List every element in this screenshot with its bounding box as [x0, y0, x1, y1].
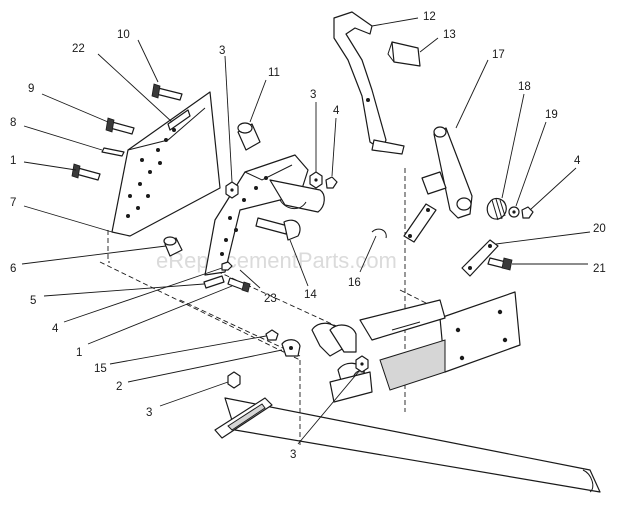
spacer-5	[203, 275, 225, 289]
bolt-21	[487, 257, 513, 271]
pedal-arm	[333, 11, 405, 155]
callout-11: 11	[268, 67, 280, 79]
callout-14: 14	[304, 289, 317, 301]
bolt-9	[105, 117, 135, 135]
callout-22: 22	[72, 43, 85, 55]
callout-1-lower: 1	[76, 347, 82, 359]
callout-labels: 12 13 10 22 3 11 3 4 17 9 18 19 4 8 1 7 …	[10, 11, 606, 461]
pedal-plate-right	[204, 154, 325, 276]
pin-14	[255, 217, 301, 241]
callout-6: 6	[10, 263, 16, 275]
callout-1-left: 1	[10, 155, 16, 167]
nut-3-c	[227, 371, 241, 389]
callout-12: 12	[423, 11, 436, 23]
callout-15: 15	[94, 363, 107, 375]
callout-4-lower: 4	[52, 323, 59, 335]
callout-3-top: 3	[219, 45, 225, 57]
spacer-tube	[237, 122, 261, 151]
bolt-1-lower	[227, 277, 251, 293]
lever-arm	[421, 126, 473, 219]
callout-13: 13	[443, 29, 456, 41]
callout-20: 20	[593, 223, 606, 235]
spacer-6	[163, 236, 183, 257]
callout-10: 10	[117, 29, 130, 41]
clamp-2	[281, 339, 301, 357]
bolt-10	[151, 83, 183, 101]
bolt-1-left	[71, 163, 101, 181]
nut-3-b	[309, 171, 323, 189]
callout-9: 9	[28, 83, 34, 95]
mounting-bracket	[359, 291, 521, 391]
leader-lines	[21, 17, 591, 445]
callout-4-mid: 4	[333, 105, 340, 117]
nut-3-a	[225, 181, 239, 199]
link-20	[461, 239, 499, 277]
callout-7: 7	[10, 197, 16, 209]
main-shaft	[224, 397, 601, 493]
pedal-plate-left	[111, 91, 221, 237]
callout-16: 16	[348, 277, 361, 289]
lower-link-arm	[214, 397, 273, 439]
clevis-link	[371, 203, 437, 243]
nut-15	[265, 329, 279, 341]
nut-4-a	[325, 176, 338, 189]
callout-3-lower: 3	[146, 407, 152, 419]
pedal-pad	[387, 41, 421, 67]
callout-4-right: 4	[574, 155, 581, 167]
callout-17: 17	[492, 49, 505, 61]
watermark: eReplacementParts.com	[156, 248, 397, 273]
callout-21: 21	[593, 263, 606, 275]
callout-8: 8	[10, 117, 16, 129]
pin-22	[167, 109, 191, 131]
callout-3-bottom: 3	[290, 449, 296, 461]
callout-19: 19	[545, 109, 558, 121]
washer-19	[508, 206, 520, 218]
callout-2: 2	[116, 381, 122, 393]
callout-5: 5	[30, 295, 36, 307]
plate-holes	[126, 128, 176, 218]
callout-18: 18	[518, 81, 531, 93]
spring	[486, 197, 507, 221]
callout-3-mid: 3	[310, 89, 316, 101]
shaft-clevis	[311, 322, 373, 403]
nut-4-c	[221, 261, 233, 271]
callout-23: 23	[264, 293, 277, 305]
nut-3-d	[355, 355, 369, 373]
pin-8	[101, 147, 125, 157]
